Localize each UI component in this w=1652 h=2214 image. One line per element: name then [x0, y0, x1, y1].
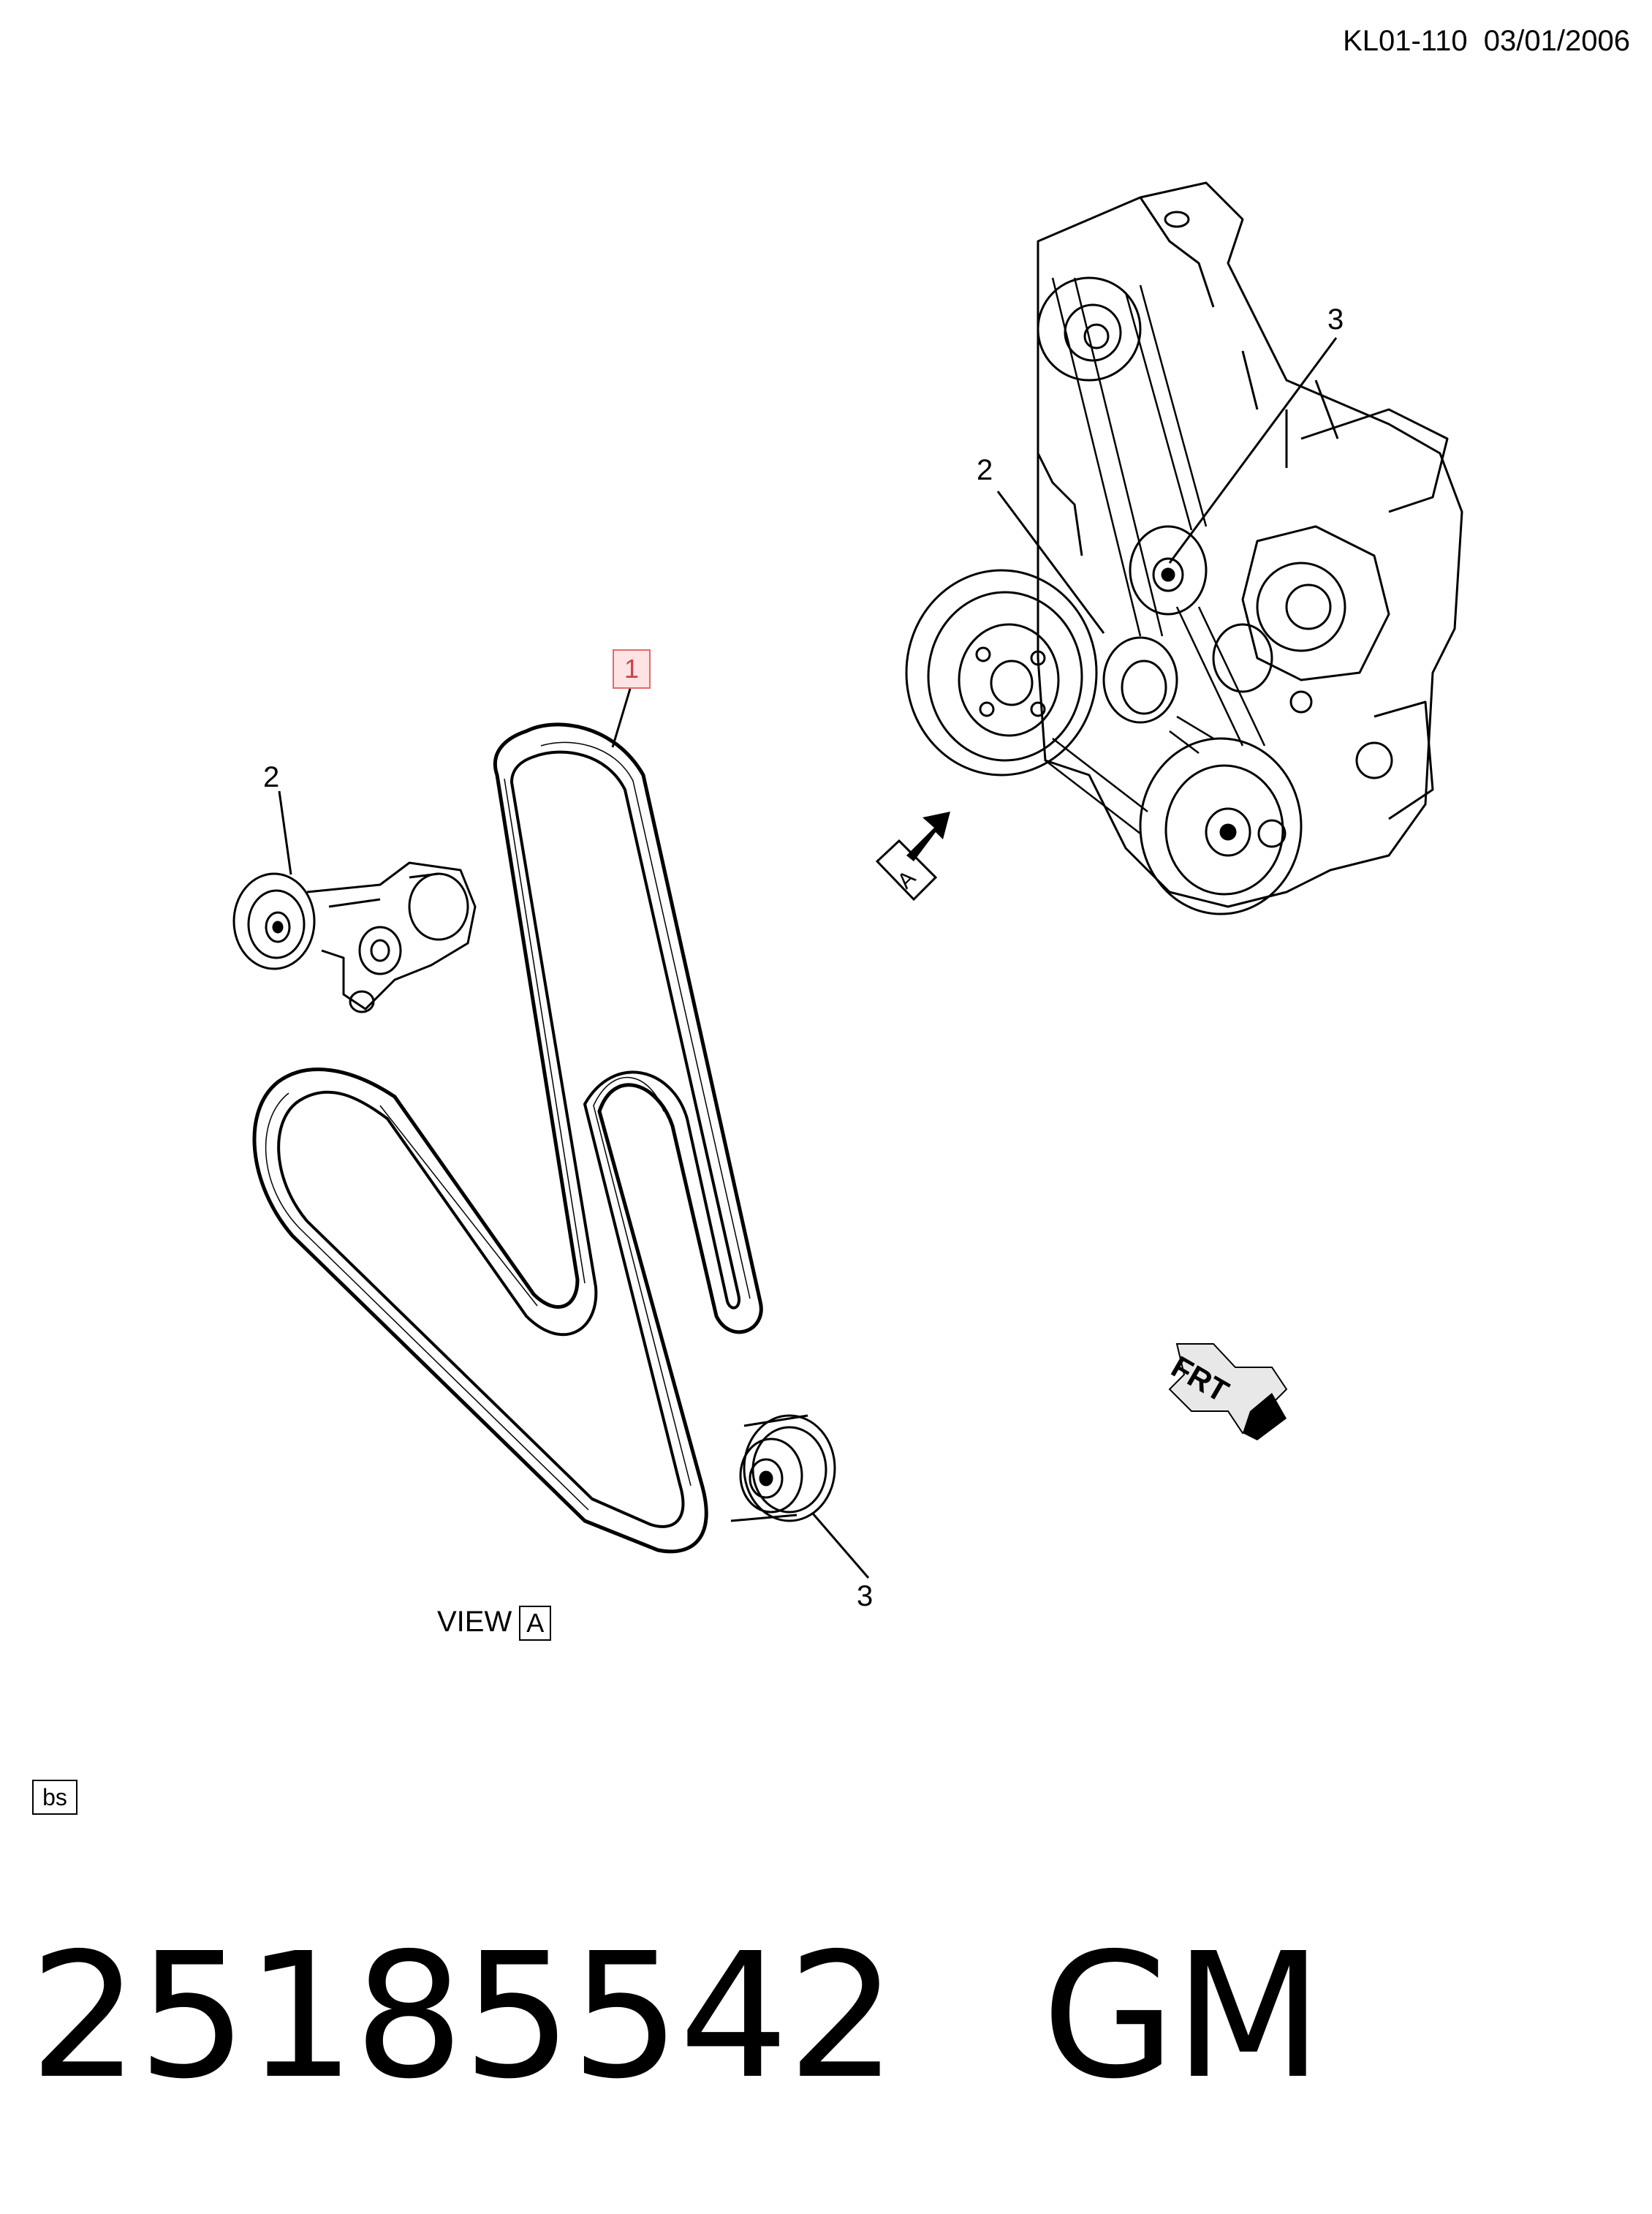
- part-number: 25185542: [29, 1916, 897, 2117]
- callout-belt: 1: [613, 649, 651, 689]
- leader-lines: [278, 688, 870, 1579]
- view-a-arrow: [875, 812, 950, 902]
- callout-engine-idler: 3: [1327, 303, 1344, 336]
- engine-leader-lines: [996, 337, 1338, 634]
- bs-box: bs: [32, 1780, 77, 1815]
- frt-arrow: [1168, 1343, 1288, 1440]
- callout-idler: 3: [857, 1580, 873, 1612]
- belt-tensioner: [232, 861, 477, 1013]
- callout-engine-tensioner: 2: [977, 454, 993, 486]
- serpentine-belt: [252, 722, 763, 1554]
- callout-tensioner: 2: [263, 761, 279, 793]
- engine-assembly: [905, 181, 1463, 915]
- view-label-text: VIEW: [437, 1606, 512, 1638]
- part-maker: GM: [1042, 1916, 1322, 2117]
- view-letter-box: A: [519, 1606, 552, 1641]
- document-reference: KL01-110 03/01/2006: [1343, 25, 1630, 57]
- idler-pulley: [730, 1414, 836, 1522]
